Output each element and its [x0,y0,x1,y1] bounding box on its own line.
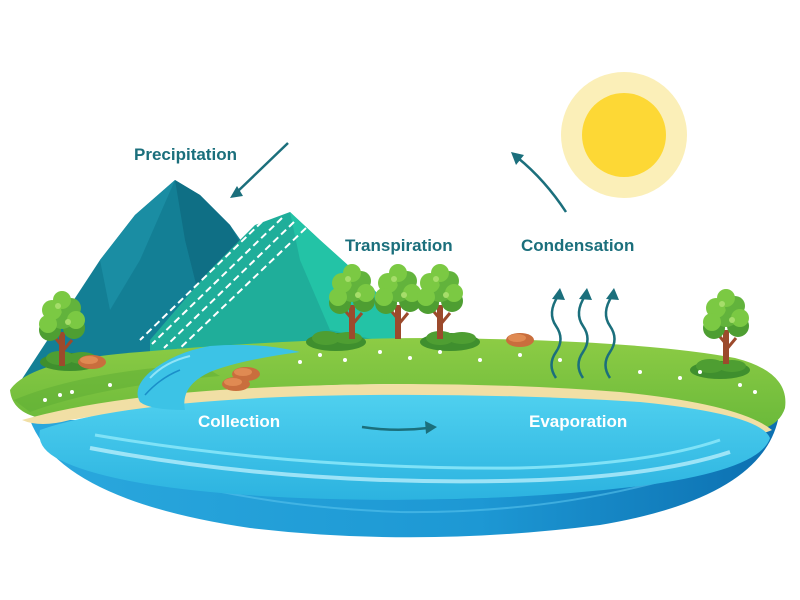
rock [78,355,106,369]
lake [39,394,770,500]
sun [582,93,666,177]
evaporation-arrows [550,295,616,379]
evaporation-label: Evaporation [529,412,628,431]
collection-label: Collection [198,412,281,431]
precipitation-arrow [235,142,289,194]
transpiration-label: Transpiration [345,236,453,255]
tree [415,262,465,341]
tree [701,287,751,366]
lake-ripple [94,433,721,470]
collection-arrow [361,425,429,432]
rock [506,333,534,347]
precipitation-label: Precipitation [134,145,237,164]
rock [222,377,250,391]
flowers [43,350,757,402]
bush [420,331,480,351]
condensation-arrow [517,157,568,213]
beach [22,384,772,434]
bush [690,359,750,379]
bush [306,331,366,351]
rain-streaks [139,213,307,353]
condensation-label: Condensation [521,236,635,255]
river [137,344,300,410]
